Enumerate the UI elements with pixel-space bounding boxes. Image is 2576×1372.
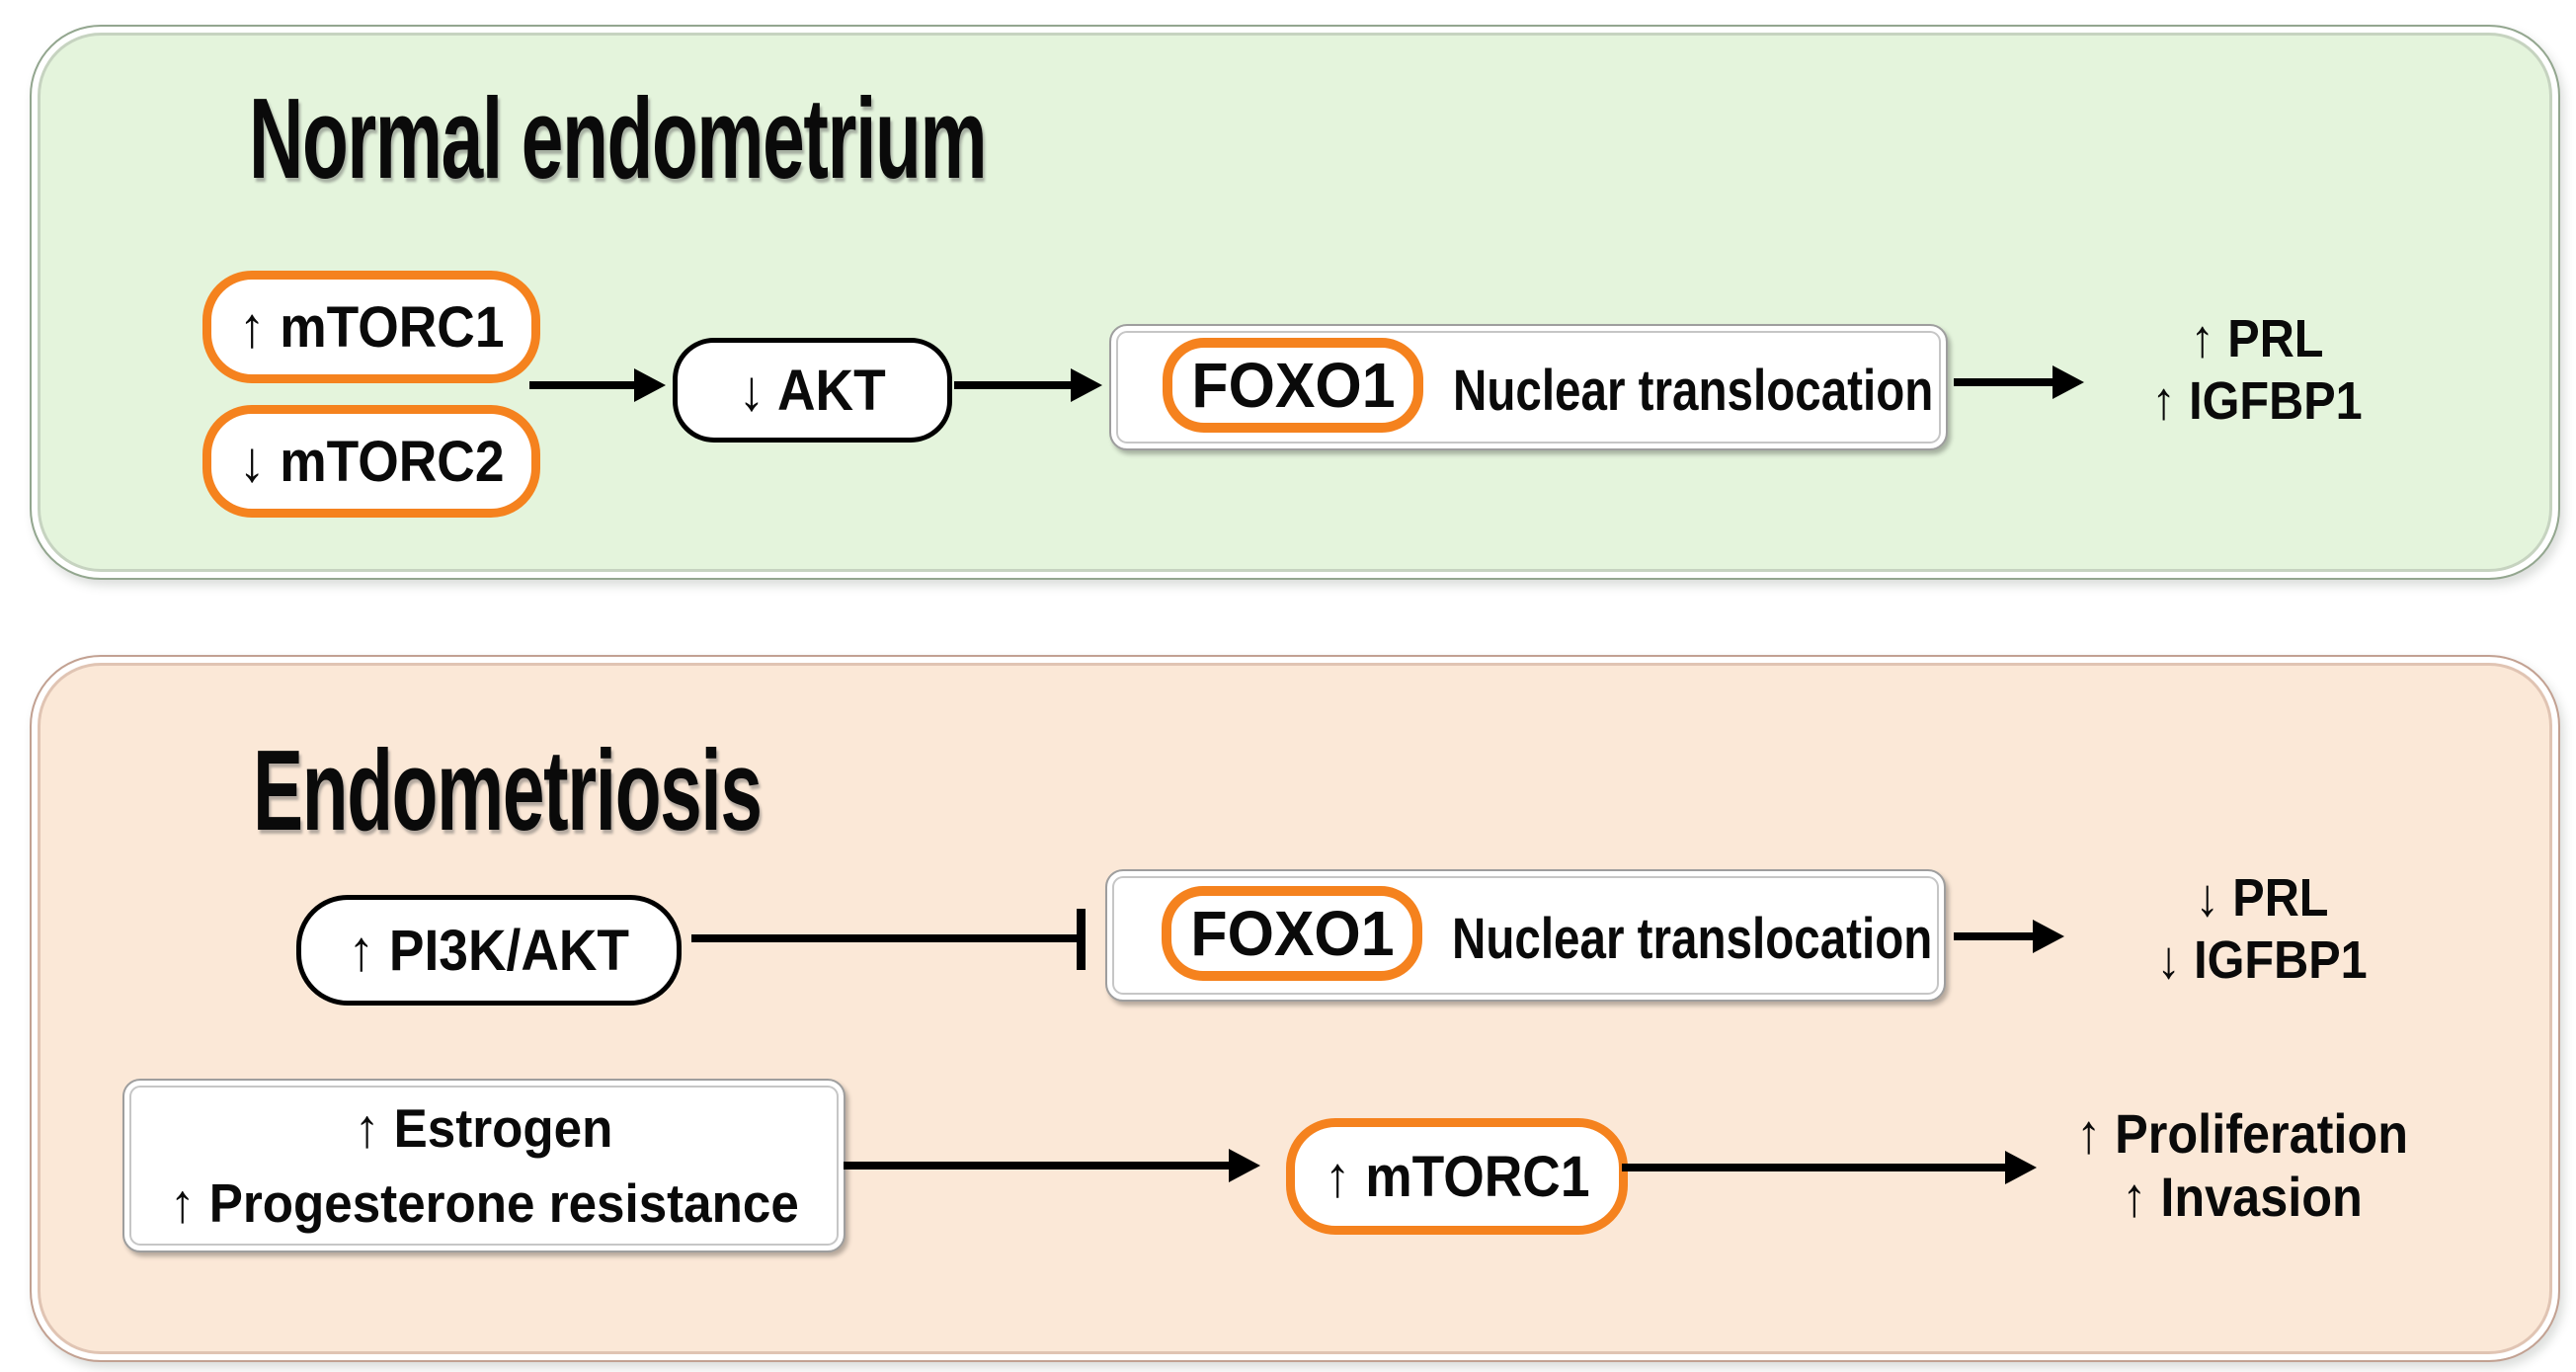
node-mtorc2-down: ↓ mTORC2 <box>202 405 540 518</box>
outcome-invasion-up: ↑ Invasion <box>2122 1166 2363 1228</box>
arrow-line-foxo1-to-outcome <box>1954 378 2053 386</box>
arrow-line-akt-to-foxo1 <box>954 381 1071 389</box>
node-foxo1-nuclear-translocation-endometriosis: FOXO1 Nuclear translocation <box>1105 869 1946 1002</box>
arrow-line-estrogen-to-mtorc1 <box>844 1162 1229 1170</box>
outcome-endometriosis-foxo1: ↓ PRL ↓ IGFBP1 <box>2094 867 2430 992</box>
node-mtorc1-up: ↑ mTORC1 <box>202 271 540 383</box>
foxo1-label: FOXO1 <box>1190 350 1396 421</box>
foxo1-label: FOXO1 <box>1189 898 1395 969</box>
nuclear-translocation-label: Nuclear translocation <box>1453 359 1934 423</box>
inhibition-bar-icon <box>1077 909 1086 970</box>
arrow-right-icon <box>1071 368 1102 402</box>
arrow-right-icon <box>634 368 666 402</box>
node-estrogen-progesterone: ↑ Estrogen ↑ Progesterone resistance <box>122 1079 845 1252</box>
node-mtorc1-up-endometriosis: ↑ mTORC1 <box>1286 1118 1628 1235</box>
arrow-right-icon <box>1229 1149 1260 1182</box>
outcome-normal: ↑ PRL ↑ IGFBP1 <box>2094 308 2420 433</box>
nuclear-translocation-label: Nuclear translocation <box>1452 907 1933 971</box>
arrow-line-foxo1-to-outcome-endo <box>1954 932 2033 940</box>
panel-title-endometriosis: Endometriosis <box>253 726 763 854</box>
progesterone-resistance-up-label: ↑ Progesterone resistance <box>169 1172 799 1234</box>
estrogen-up-label: ↑ Estrogen <box>355 1097 613 1159</box>
outcome-prl-up: ↑ PRL <box>2190 309 2324 368</box>
node-akt-down-label: ↓ AKT <box>738 358 887 423</box>
node-foxo1-nuclear-translocation-normal: FOXO1 Nuclear translocation <box>1109 324 1948 450</box>
outcome-prl-down: ↓ PRL <box>2195 868 2329 928</box>
outcome-endometriosis-mtorc1: ↑ Proliferation ↑ Invasion <box>2035 1102 2450 1229</box>
node-pi3k-akt-up: ↑ PI3K/AKT <box>296 895 682 1006</box>
inhibition-line-pi3k-to-foxo1 <box>691 934 1079 942</box>
panel-title-normal-endometrium: Normal endometrium <box>249 74 988 202</box>
foxo1-pill: FOXO1 <box>1163 338 1423 433</box>
node-mtorc2-down-label: ↓ mTORC2 <box>238 429 505 494</box>
outcome-igfbp1-up: ↑ IGFBP1 <box>2151 371 2363 431</box>
node-mtorc1-up-endometriosis-label: ↑ mTORC1 <box>1324 1144 1590 1209</box>
arrow-right-icon <box>2033 920 2064 953</box>
outcome-igfbp1-down: ↓ IGFBP1 <box>2156 930 2368 990</box>
arrow-right-icon <box>2005 1151 2037 1184</box>
node-mtorc1-up-label: ↑ mTORC1 <box>238 294 505 360</box>
node-akt-down: ↓ AKT <box>673 338 952 443</box>
node-pi3k-akt-up-label: ↑ PI3K/AKT <box>348 918 630 983</box>
foxo1-pill: FOXO1 <box>1162 886 1422 981</box>
arrow-line-mtorc-to-akt <box>529 381 634 389</box>
arrow-line-mtorc1-to-outcome <box>1622 1164 2005 1171</box>
arrow-right-icon <box>2053 365 2084 399</box>
outcome-proliferation-up: ↑ Proliferation <box>2075 1102 2409 1165</box>
